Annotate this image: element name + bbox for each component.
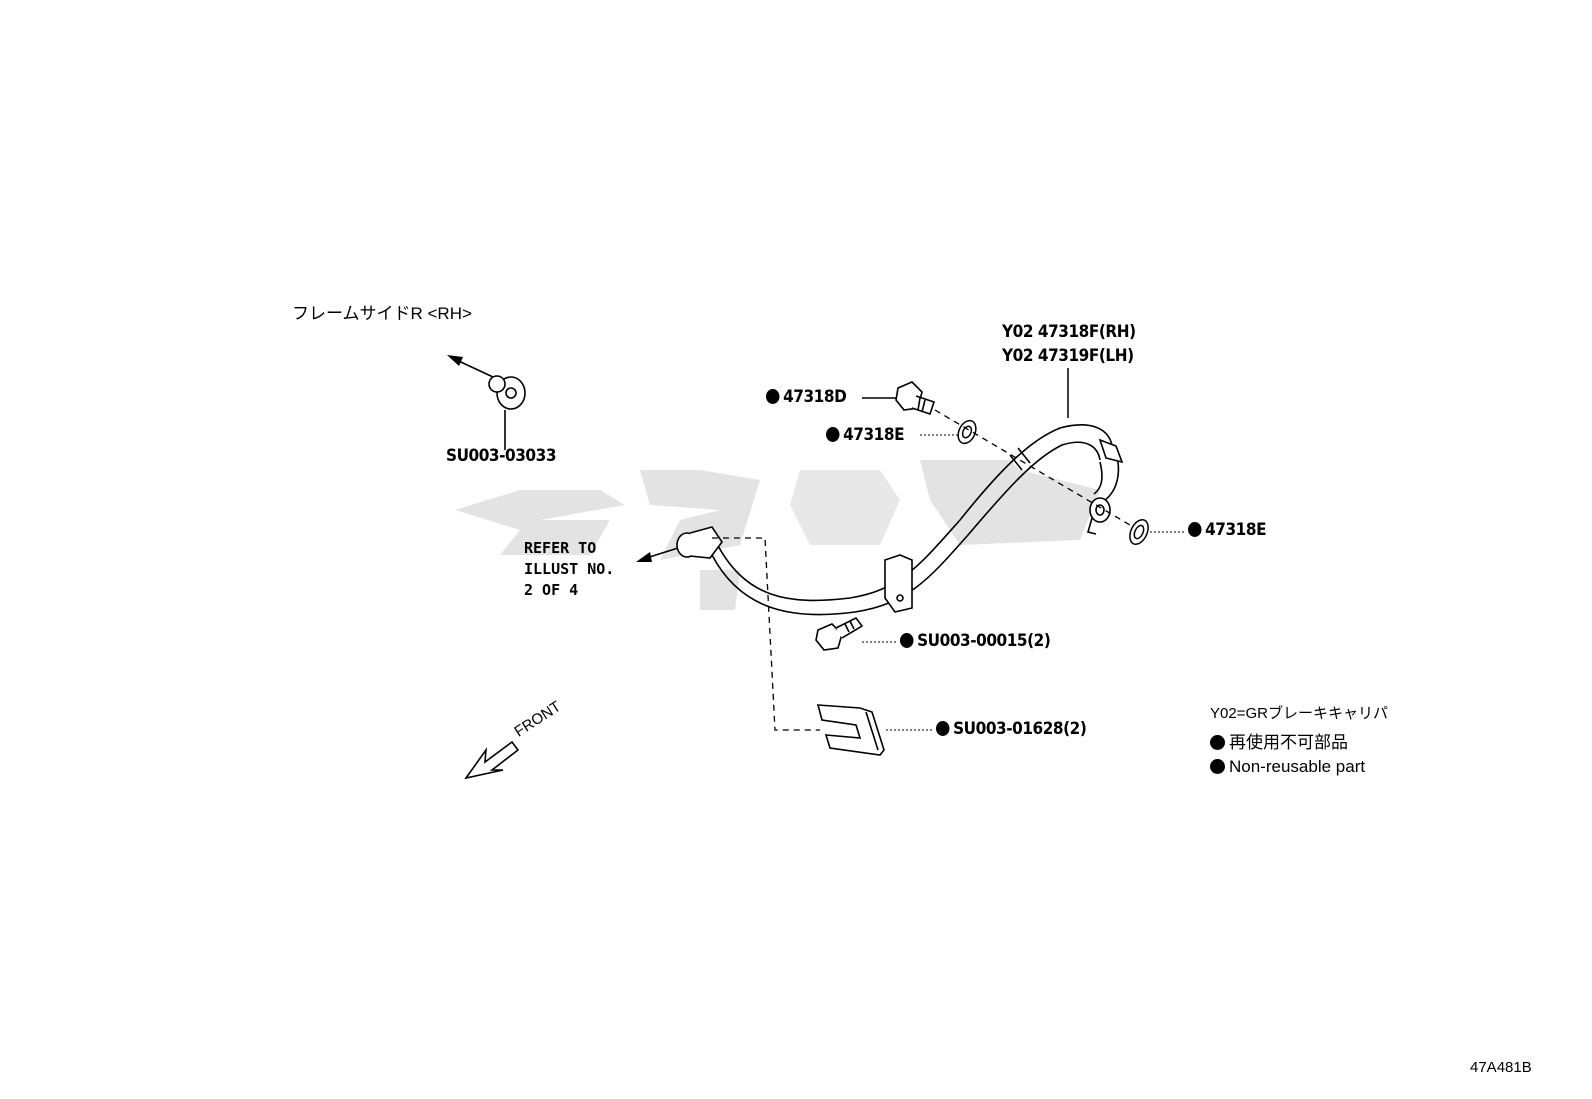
bracket-bolt <box>815 616 864 651</box>
diagram-id: 47A481B <box>1470 1059 1532 1076</box>
legend-en: Non-reusable part <box>1210 758 1365 775</box>
legend-dot-icon <box>1210 735 1225 750</box>
front-arrow-icon <box>464 740 520 780</box>
part-number-hose-lh[interactable]: Y02 47319F(LH) <box>1002 346 1134 366</box>
non-reusable-dot-icon <box>826 427 840 442</box>
part-number-hose-rh[interactable]: Y02 47318F(RH) <box>1002 322 1136 342</box>
part-number-washer-upper[interactable]: 47318E <box>826 425 905 445</box>
non-reusable-dot-icon <box>936 721 950 736</box>
part-number-clip[interactable]: SU003-01628(2) <box>936 719 1087 739</box>
union-bolt <box>862 381 936 416</box>
refer-line-1: REFER TO <box>524 539 597 557</box>
refer-note: REFER TO ILLUST NO. 2 OF 4 <box>524 538 614 601</box>
part-number-frame-bolt[interactable]: SU003-03033 <box>446 446 557 466</box>
non-reusable-dot-icon <box>900 633 914 648</box>
hose-clip <box>816 704 885 756</box>
legend-en-text: Non-reusable part <box>1229 757 1366 776</box>
part-number-bracket-bolt[interactable]: SU003-00015(2) <box>900 631 1051 651</box>
washer-right-number: 47318E <box>1205 520 1267 540</box>
washers <box>957 419 1149 546</box>
frame-bolt <box>447 355 526 450</box>
frame-side-label: フレームサイドR <RH> <box>292 304 472 323</box>
clip-number: SU003-01628(2) <box>953 719 1087 739</box>
bracket-bolt-number: SU003-00015(2) <box>917 631 1051 651</box>
refer-line-2: ILLUST NO. <box>524 560 615 578</box>
legend-note: Y02=GRブレーキキャリパ <box>1210 705 1388 722</box>
non-reusable-dot-icon <box>766 389 780 404</box>
washer-upper-number: 47318E <box>843 425 905 445</box>
part-number-washer-right[interactable]: 47318E <box>1188 520 1267 540</box>
watermark-logo <box>455 460 1100 610</box>
legend-jp-text: 再使用不可部品 <box>1229 733 1348 752</box>
dotted-leaders <box>862 434 1186 731</box>
dashed-leaders <box>712 409 1131 731</box>
brake-hose <box>676 424 1124 616</box>
refer-arrow <box>636 547 679 562</box>
legend-jp: 再使用不可部品 <box>1210 734 1348 751</box>
legend-dot-icon <box>1210 759 1225 774</box>
non-reusable-dot-icon <box>1188 522 1202 537</box>
union-bolt-number: 47318D <box>783 387 847 407</box>
refer-line-3: 2 OF 4 <box>524 581 579 599</box>
part-number-union-bolt[interactable]: 47318D <box>766 387 847 407</box>
